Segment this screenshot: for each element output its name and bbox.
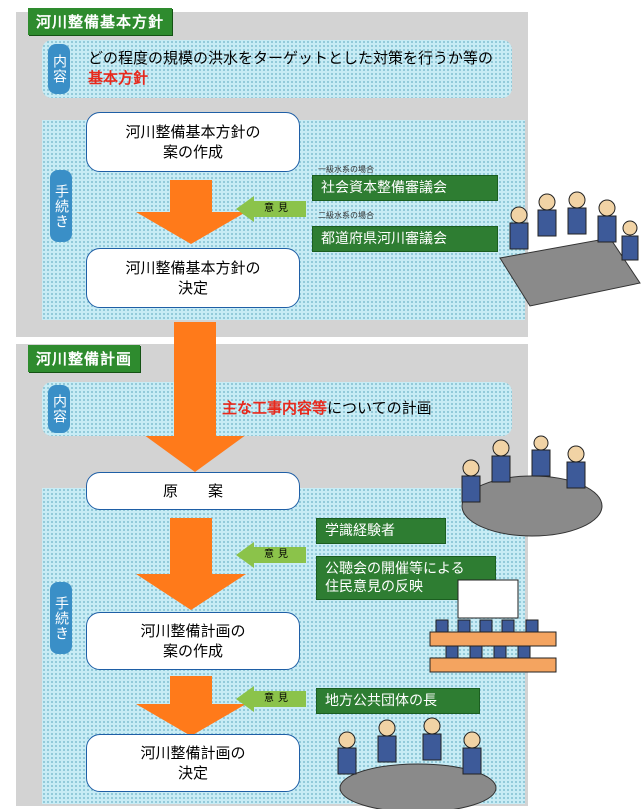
section1-draft-line2: 案の作成 — [162, 143, 223, 161]
section1-naiyo-label: 内容 — [48, 44, 70, 94]
section1-content-plain: どの程度の規模の洪水をターゲットとした対策を行うか等の — [88, 49, 494, 67]
section1-opinion-arrow: 意見 — [236, 196, 306, 222]
meeting-illustration-3 — [337, 717, 497, 809]
section2-draft-line1: 河川整備計画の — [140, 622, 246, 640]
section1-council1-caption: 一級水系の場合 — [318, 165, 374, 174]
section1-council1: 社会資本整備審議会 — [312, 175, 498, 201]
section2-header: 河川整備計画 — [28, 345, 141, 372]
section2-opinion1-b-line1: 公聴会の開催等による — [325, 561, 465, 577]
section2-content-highlight: 主な工事内容等 — [222, 399, 328, 417]
section1-council2-caption: 二級水系の場合 — [318, 211, 374, 220]
section1-opinion-label: 意見 — [254, 201, 302, 217]
section2-opinion1-label: 意見 — [254, 547, 302, 563]
section1-content-box — [42, 40, 512, 98]
section2-down-arrow-2 — [136, 676, 246, 736]
section1-down-arrow — [136, 180, 246, 244]
section2-opinion2-label: 意見 — [254, 691, 302, 707]
section2-opinion1-a: 学識経験者 — [316, 518, 446, 544]
section2-draft-line2: 案の作成 — [162, 642, 223, 660]
section2-down-arrow-1 — [136, 518, 246, 610]
section2-opinion1-b-line2: 住民意見の反映 — [325, 579, 423, 595]
section1-header: 河川整備基本方針 — [28, 8, 173, 35]
section1-draft-box: 河川整備基本方針の 案の作成 — [86, 112, 300, 172]
section2-opinion2: 地方公共団体の長 — [316, 688, 480, 714]
section2-naiyo-label: 内容 — [48, 385, 70, 433]
section1-draft-line1: 河川整備基本方針の — [125, 123, 261, 141]
section1-council2: 都道府県河川審議会 — [312, 226, 498, 252]
section2-draft-gen-box: 原 案 — [86, 472, 300, 510]
meeting-illustration-2 — [461, 435, 603, 537]
section1-tetsuzuki-label: 手続き — [50, 170, 72, 242]
section2-content-plain: についての計画 — [327, 399, 432, 417]
section2-opinion1-arrow: 意見 — [236, 542, 306, 568]
section2-tetsuzuki-label: 手続き — [50, 582, 72, 654]
section2-content-text: 主な工事内容等についての計画 — [222, 398, 512, 418]
section2-draft-box: 河川整備計画の 案の作成 — [86, 612, 300, 670]
section1-final-line1: 河川整備基本方針の — [125, 259, 261, 277]
section1-final-box: 河川整備基本方針の 決定 — [86, 248, 300, 308]
section2-content-box — [42, 382, 512, 436]
section1-content-highlight: 基本方針 — [88, 69, 149, 87]
section2-final-line1: 河川整備計画の — [140, 744, 246, 762]
meeting-illustration-1 — [499, 191, 641, 307]
section2-final-box: 河川整備計画の 決定 — [86, 734, 300, 792]
section2-opinion2-arrow: 意見 — [236, 686, 306, 712]
section1-final-line2: 決定 — [177, 279, 208, 297]
hearing-illustration — [429, 579, 557, 673]
section2-final-line2: 決定 — [177, 764, 208, 782]
section1-content-text: どの程度の規模の洪水をターゲットとした対策を行うか等の基本方針 — [88, 48, 508, 88]
